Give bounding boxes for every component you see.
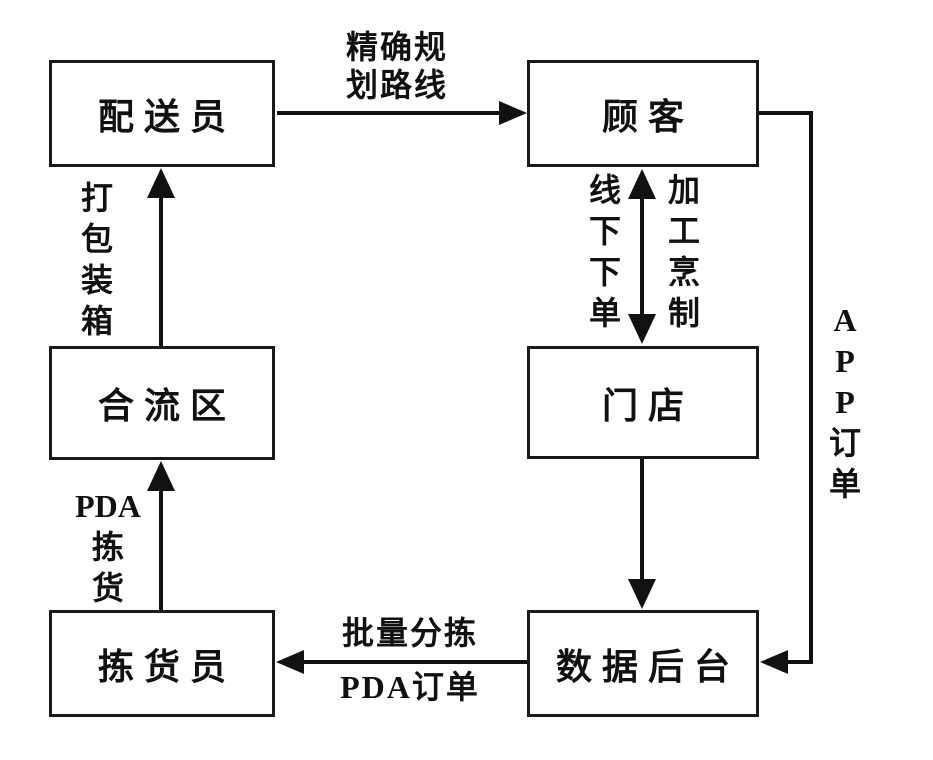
pda-picking-label: PDA 拣 货 [75, 488, 141, 606]
arrow-store-to-backend-arrowhead-icon [628, 579, 656, 609]
arrow-merge-to-delivery-line [159, 196, 163, 346]
cooking-label: 加 工 烹 制 [667, 172, 700, 331]
arrow-customer-store-down-arrowhead-icon [628, 314, 656, 344]
arrow-picker-to-merge-arrowhead-icon [147, 461, 175, 491]
app-order-path-top-segment [759, 111, 813, 115]
node-data-backend: 数据后台 [527, 610, 759, 717]
node-store-label: 门店 [601, 385, 694, 426]
route-planning-label: 精确规 划路线 [345, 29, 448, 103]
node-delivery-person-label: 配送员 [97, 96, 236, 137]
arrow-picker-to-merge-line [159, 489, 163, 610]
offline-order-label: 线 下 下 单 [588, 172, 621, 331]
arrow-customer-store-up-arrowhead-icon [628, 169, 656, 199]
node-merge-area: 合流区 [49, 346, 275, 460]
pda-order-label: PDA订单 [340, 669, 480, 705]
node-delivery-person: 配送员 [49, 60, 275, 167]
arrow-customer-store-line [640, 198, 644, 314]
app-order-label: A P P 订 单 [828, 302, 861, 502]
arrow-delivery-to-customer-arrowhead-icon [499, 101, 527, 125]
node-merge-area-label: 合流区 [97, 386, 236, 426]
node-customer: 顾客 [527, 60, 759, 167]
arrow-store-to-backend-line [640, 459, 644, 581]
arrow-backend-to-picker-line [303, 660, 527, 664]
node-data-backend-label: 数据后台 [555, 646, 740, 687]
batch-sorting-label: 批量分拣 [341, 615, 478, 651]
node-customer-label: 顾客 [601, 96, 694, 137]
node-picker: 拣货员 [49, 610, 275, 717]
arrow-merge-to-delivery-arrowhead-icon [147, 168, 175, 198]
app-order-arrowhead-icon [760, 650, 788, 674]
node-picker-label: 拣货员 [97, 646, 236, 687]
app-order-path-vertical-segment [809, 111, 813, 664]
app-order-path-bottom-segment [786, 660, 813, 664]
node-store: 门店 [527, 346, 759, 459]
arrow-backend-to-picker-arrowhead-icon [276, 650, 304, 674]
arrow-delivery-to-customer-line [277, 111, 500, 115]
packing-label: 打 包 装 箱 [80, 180, 113, 339]
